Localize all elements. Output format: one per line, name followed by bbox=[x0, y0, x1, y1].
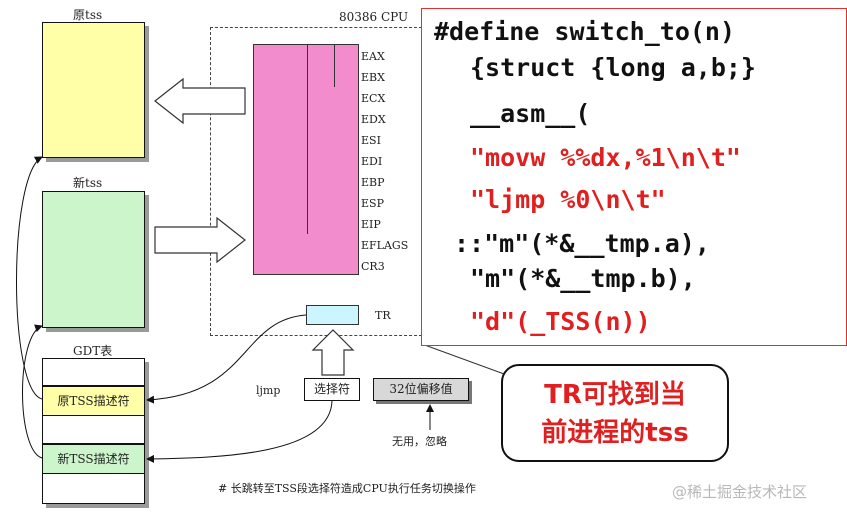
tr-label: TR bbox=[375, 309, 391, 322]
code-line-6: ::"m"(*&__tmp.a), bbox=[454, 229, 710, 258]
gdt-table: 原TSS描述符 新TSS描述符 bbox=[42, 358, 145, 504]
code-line-4: "movw %%dx,%1\n\t" bbox=[470, 143, 741, 172]
register-eflags: EFLAGS bbox=[361, 239, 409, 252]
callout-line-1: TR可找到当 bbox=[544, 380, 686, 410]
register-esp: ESP bbox=[361, 197, 384, 210]
old-tss-descriptor: 原TSS描述符 bbox=[43, 386, 144, 416]
register-edi: EDI bbox=[361, 155, 383, 168]
save-to-old-tss-arrow bbox=[154, 77, 246, 125]
register-ecx: ECX bbox=[361, 92, 386, 105]
tr-callout: TR可找到当 前进程的tss bbox=[501, 364, 729, 462]
callout-line-2: 前进程的tss bbox=[541, 418, 689, 448]
offset-box: 32位偏移值 bbox=[373, 378, 469, 401]
new-tss-descriptor: 新TSS描述符 bbox=[43, 444, 144, 474]
load-from-new-tss-arrow bbox=[154, 216, 246, 264]
new-tss-box bbox=[42, 191, 145, 328]
offset-text: 32位偏移值 bbox=[389, 382, 453, 396]
ignored-label: 无用，忽略 bbox=[392, 435, 447, 448]
watermark: @稀土掘金技术社区 bbox=[672, 483, 808, 501]
code-line-7: "m"(*&__tmp.b), bbox=[470, 264, 696, 293]
ljmp-label: ljmp bbox=[256, 384, 281, 397]
code-line-1: #define switch_to(n) bbox=[434, 17, 736, 46]
code-line-3: __asm__( bbox=[470, 99, 591, 128]
selector-box: 选择符 bbox=[304, 378, 360, 401]
old-tss-box bbox=[42, 22, 145, 158]
register-cr3: CR3 bbox=[361, 260, 385, 273]
register-eax: EAX bbox=[361, 50, 385, 63]
code-line-2: {struct {long a,b;} bbox=[470, 53, 756, 82]
code-line-5: "ljmp %0\n\t" bbox=[470, 185, 666, 214]
code-panel: #define switch_to(n) {struct {long a,b;}… bbox=[421, 8, 847, 346]
old-tss-label: 原tss bbox=[73, 8, 103, 22]
register-stack bbox=[253, 44, 359, 275]
register-ebx: EBX bbox=[361, 71, 385, 84]
register-eip: EIP bbox=[361, 218, 381, 231]
old-tss-descriptor-text: 原TSS描述符 bbox=[57, 394, 130, 408]
new-tss-label: 新tss bbox=[73, 176, 103, 190]
selector-to-tr-arrow bbox=[311, 329, 355, 376]
register-ebp: EBP bbox=[361, 176, 385, 189]
tr-register bbox=[306, 305, 359, 325]
register-edx: EDX bbox=[361, 113, 386, 126]
selector-text: 选择符 bbox=[313, 382, 350, 396]
cpu-label: 80386 CPU bbox=[339, 10, 409, 24]
diagram-caption: # 长跳转至TSS段选择符造成CPU执行任务切换操作 bbox=[218, 482, 476, 495]
code-line-8: "d"(_TSS(n)) bbox=[470, 307, 651, 336]
register-esi: ESI bbox=[361, 134, 381, 147]
gdt-label: GDT表 bbox=[73, 344, 113, 358]
new-tss-descriptor-text: 新TSS描述符 bbox=[57, 452, 130, 466]
